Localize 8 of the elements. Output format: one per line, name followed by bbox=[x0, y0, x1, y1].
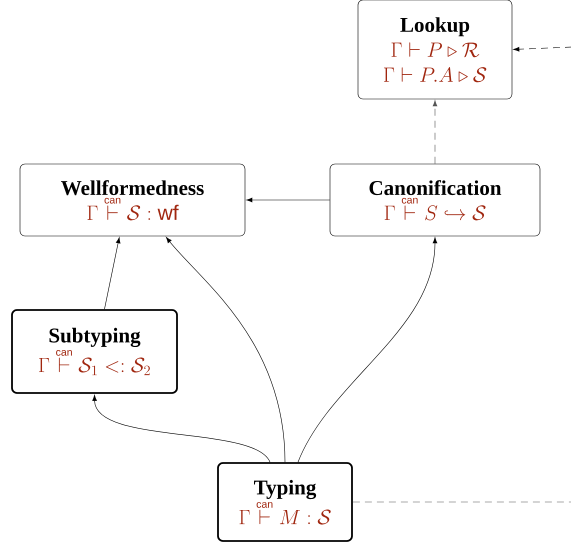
arrow bbox=[246, 198, 330, 202]
arrow bbox=[104, 237, 120, 310]
arrow bbox=[298, 237, 438, 462]
arrow bbox=[166, 237, 286, 462]
rule-box: Lookup $\Gamma \vdash P \triangleright \mathcal{R}$ $\Gamma \vdash P.A \triangleright \mathcal{S}$ bbox=[358, 0, 512, 100]
arrow bbox=[92, 394, 270, 462]
arrow bbox=[432, 100, 438, 164]
arrow bbox=[513, 46, 571, 52]
